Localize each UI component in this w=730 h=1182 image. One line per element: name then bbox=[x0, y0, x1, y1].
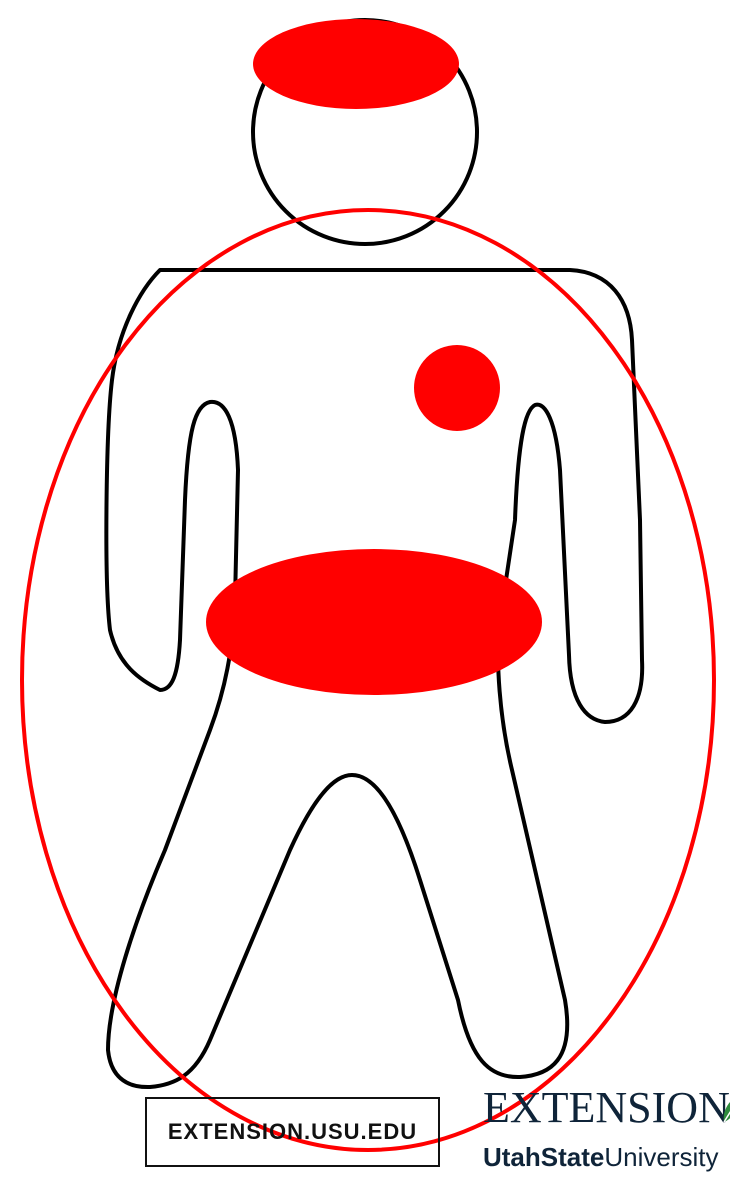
head-top-hotspot bbox=[253, 19, 459, 109]
logo-university-text: UtahStateUniversity bbox=[483, 1142, 719, 1173]
chest-hotspot bbox=[414, 345, 500, 431]
usu-extension-logo: EXTENSION UtahStateUniversity bbox=[483, 1082, 730, 1182]
logo-university: University bbox=[604, 1142, 718, 1172]
website-label: EXTENSION.USU.EDU bbox=[168, 1119, 417, 1145]
website-label-box: EXTENSION.USU.EDU bbox=[145, 1097, 440, 1167]
leaf-icon bbox=[720, 1092, 730, 1126]
logo-utahstate: UtahState bbox=[483, 1142, 604, 1172]
logo-extension-text: EXTENSION bbox=[483, 1082, 730, 1133]
abdomen-hotspot bbox=[206, 549, 542, 695]
